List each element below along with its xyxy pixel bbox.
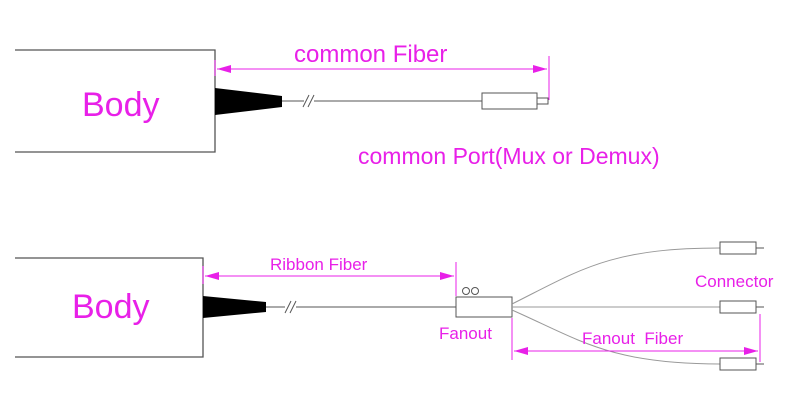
fanout-fiber-top <box>511 247 721 305</box>
fanout-fiber-label: Fanout Fiber <box>582 329 683 348</box>
top-dim-arrow-left <box>217 65 231 73</box>
top-break-mark-1 <box>302 94 310 108</box>
top-boot <box>215 88 282 115</box>
fanout-dim-arrow-right <box>744 347 758 355</box>
top-dimension-label: common Fiber <box>294 41 447 68</box>
connector-3 <box>719 357 757 371</box>
fanout-dot-2 <box>471 287 479 295</box>
connector-2 <box>719 300 757 314</box>
top-connector <box>481 92 538 110</box>
top-dim-arrow-right <box>533 65 547 73</box>
connector-label: Connector <box>695 272 774 291</box>
fanout-label: Fanout <box>439 324 492 343</box>
fanout-dot-1 <box>462 287 470 295</box>
bottom-break-mark-2 <box>289 300 297 314</box>
ribbon-fiber-label: Ribbon Fiber <box>270 255 368 274</box>
bottom-body-label: Body <box>72 288 150 326</box>
top-connector-ferrule <box>536 97 549 105</box>
bottom-assembly: Body Ribbon Fiber <box>15 241 774 371</box>
bottom-boot <box>203 296 266 318</box>
fanout-block <box>455 296 513 318</box>
fanout-fiber-bottom <box>511 309 721 365</box>
ribbon-dim-arrow-left <box>205 272 219 280</box>
top-break-mark-2 <box>307 94 315 108</box>
top-body-label: Body <box>82 86 160 124</box>
bottom-break-mark-1 <box>284 300 292 314</box>
top-assembly: Body common Fiber common Port(Mux or Dem… <box>15 41 660 169</box>
connector-1 <box>719 241 757 255</box>
ribbon-dim-arrow-right <box>440 272 454 280</box>
fanout-dim-arrow-left <box>514 347 528 355</box>
top-port-label: common Port(Mux or Demux) <box>358 143 660 169</box>
